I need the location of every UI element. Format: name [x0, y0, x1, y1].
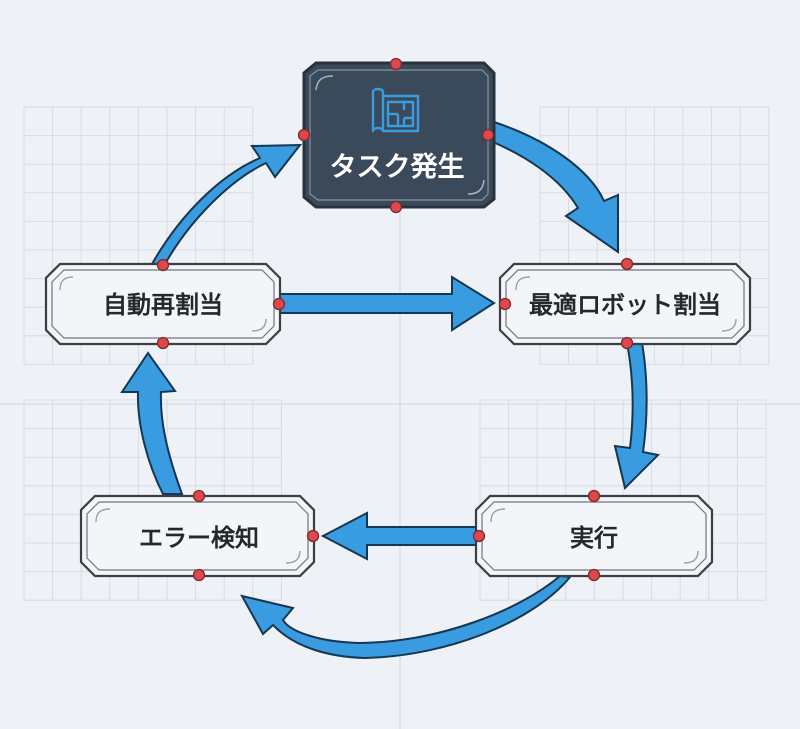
connector-dot[interactable]	[156, 336, 170, 350]
corner-accent	[721, 318, 737, 332]
arrow-assign-to-execute	[613, 342, 661, 490]
node-execute[interactable]: 実行	[474, 494, 714, 578]
corner-accent	[490, 508, 506, 523]
connector-dot[interactable]	[620, 336, 634, 350]
connector-dot[interactable]	[272, 297, 286, 311]
node-label: 自動再割当	[103, 291, 223, 319]
blueprint-icon	[371, 87, 420, 133]
node-label: タスク発生	[330, 152, 465, 183]
connector-dot[interactable]	[297, 128, 311, 142]
node-label: 実行	[570, 524, 618, 552]
node-task-occurrence[interactable]: タスク発生	[302, 61, 496, 209]
node-auto-reassign[interactable]: 自動再割当	[44, 262, 282, 346]
connector-dot[interactable]	[192, 489, 206, 503]
corner-accent	[315, 75, 334, 91]
corner-accent	[95, 508, 111, 523]
node-label: エラー検知	[139, 524, 259, 552]
connector-dot[interactable]	[156, 258, 170, 272]
node-inner-frame	[309, 69, 489, 201]
node-error-detect[interactable]: エラー検知	[79, 494, 316, 578]
connector-dot[interactable]	[498, 297, 512, 311]
arrows	[120, 120, 661, 660]
connector-dot[interactable]	[472, 529, 486, 543]
node-label: 最適ロボット割当	[529, 291, 721, 319]
connector-dot[interactable]	[587, 489, 601, 503]
connector-dot[interactable]	[389, 57, 403, 71]
connector-dot[interactable]	[192, 568, 206, 582]
arrow-execute-to-error	[320, 511, 477, 561]
node-inner-frame	[86, 501, 309, 571]
arrow-task-to-assign	[486, 120, 619, 254]
arrow-reassign-to-assign	[279, 275, 496, 332]
arrow-error-to-reassign	[120, 351, 184, 495]
arrow-reassign-to-task	[150, 143, 303, 265]
connector-dot[interactable]	[620, 257, 634, 271]
node-optimal-robot-assign[interactable]: 最適ロボット割当	[498, 262, 752, 346]
connector-dot[interactable]	[587, 568, 601, 582]
node-frame	[498, 262, 752, 346]
corner-accent	[59, 276, 74, 291]
connector-dot[interactable]	[389, 200, 403, 214]
corner-accent	[515, 276, 531, 291]
node-frame	[44, 262, 282, 346]
node-frame	[79, 494, 316, 578]
connector-dots	[156, 57, 634, 582]
connector-dot[interactable]	[481, 128, 495, 142]
corner-accent	[285, 550, 301, 564]
corner-accent	[467, 179, 485, 195]
node-inner-frame	[51, 269, 275, 339]
node-frame	[474, 494, 714, 578]
arrow-execute-to-error-curved	[240, 574, 572, 660]
corner-accent	[251, 318, 267, 332]
node-inner-frame	[505, 269, 745, 339]
node-frame	[302, 61, 496, 209]
connector-dot[interactable]	[306, 529, 320, 543]
corner-accent	[683, 550, 699, 564]
node-inner-frame	[481, 501, 707, 571]
